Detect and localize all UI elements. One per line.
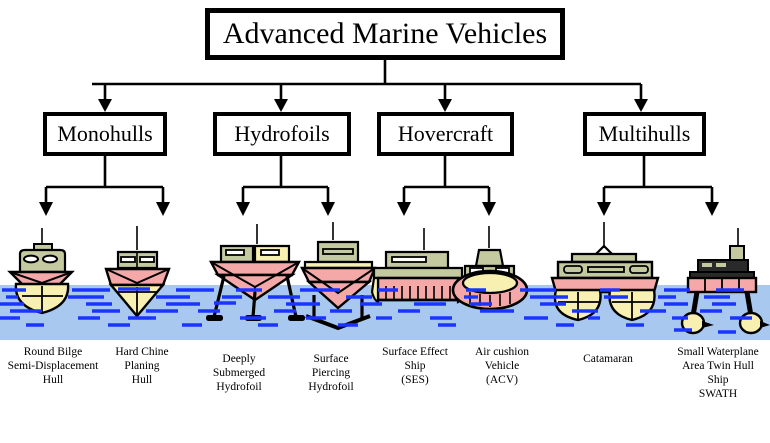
page-title: Advanced Marine Vehicles — [205, 8, 565, 60]
connector-hovercraft-arrowheads — [397, 202, 496, 216]
vessel-swath — [680, 228, 770, 335]
vessel-caption-hard-chine-planing-hull: Hard Chine Planing Hull — [115, 346, 169, 386]
connector-multihulls — [602, 156, 714, 203]
vessel-caption-round-bilge-semi-displacement-hull: Round Bilge Semi-Displacement Hull — [7, 346, 99, 386]
vessel-caption-swath: Small Waterplane Area Twin Hull Ship SWA… — [677, 346, 759, 400]
vessel-caption-air-cushion-vehicle: Air cushion Vehicle (ACV) — [475, 346, 529, 386]
wave-marks — [0, 287, 752, 334]
vessel-caption-deeply-submerged-hydrofoil: Deeply Submerged Hydrofoil — [212, 353, 266, 393]
vessel-deeply-submerged-hydrofoil — [206, 224, 305, 321]
vessel-catamaran — [550, 222, 660, 322]
vessel-caption-catamaran: Catamaran — [583, 353, 633, 365]
vessel-hard-chine-planing-hull — [104, 226, 171, 318]
connector-monohulls-arrowheads — [39, 202, 170, 216]
category-box-hydrofoils[interactable]: Hydrofoils — [213, 112, 351, 156]
category-box-hovercraft[interactable]: Hovercraft — [377, 112, 514, 156]
connector-root-arrowheads — [98, 99, 648, 112]
vessel-round-bilge-semi-displacement-hull — [7, 228, 75, 315]
vessel-air-cushion-vehicle — [451, 226, 529, 311]
connector-hovercraft — [402, 156, 491, 203]
vessel-caption-surface-piercing-hydrofoil: Surface Piercing Hydrofoil — [308, 353, 354, 393]
connector-hydrofoils-arrowheads — [236, 202, 335, 216]
connector-root — [92, 60, 643, 100]
category-box-multihulls[interactable]: Multihulls — [583, 112, 706, 156]
connector-multihulls-arrowheads — [597, 202, 719, 216]
vessel-caption-surface-effect-ship: Surface Effect Ship (SES) — [382, 346, 448, 386]
connector-hydrofoils — [241, 156, 330, 203]
category-box-monohulls[interactable]: Monohulls — [43, 112, 167, 156]
connector-monohulls — [44, 156, 165, 203]
